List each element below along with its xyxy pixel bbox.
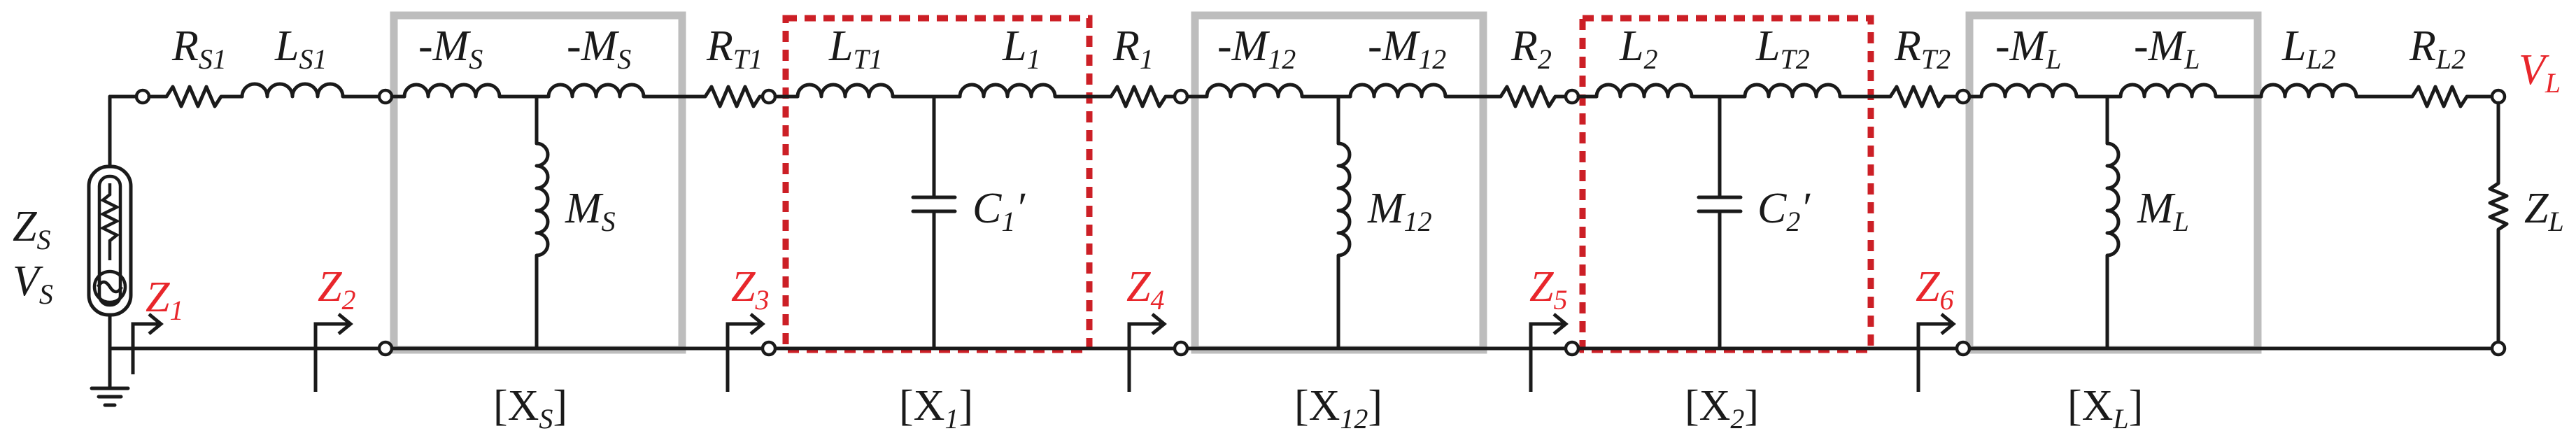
terminal-node [377,88,394,105]
port-arrows [131,313,1956,392]
label-rt2: RT2 [1894,22,1951,75]
label-source-voltage: VS [13,257,53,310]
label-rs1: RS1 [171,22,227,75]
source-resistor [99,183,121,260]
port-arrow-icon [313,313,353,392]
resistor-rt1 [672,85,764,108]
terminal-node [1173,340,1189,357]
port-arrow-icon [726,313,765,392]
resistor-rs1 [147,85,244,108]
label-rt1: RT1 [706,22,763,75]
port-label-z2: Z2 [318,263,355,316]
inductor-l1 [958,83,1107,99]
label-lt1: LT1 [828,22,883,75]
load-branch [2488,101,2509,357]
resistor-r1 [1103,85,1177,108]
label-xs-shunt: MS [565,185,616,237]
inductor-x12-left [1205,83,1352,99]
source-branch [87,94,133,407]
ac-source-wave [97,280,123,294]
port-label-z3: Z3 [731,263,769,316]
label-l2: L2 [1619,22,1657,75]
port-label-z1: Z1 [146,274,183,326]
caption-x1: [X1] [899,382,973,435]
port-arrow-icon [131,313,164,374]
caption-x2: [X2] [1685,382,1759,435]
label-x12-right: -M12 [1368,22,1446,75]
inductor-xs-left [402,83,551,99]
label-xs-left: -MS [418,22,483,75]
label-lt2: LT2 [1755,22,1810,75]
terminal-node [760,340,777,357]
label-c2: C2′ [1757,185,1811,237]
port-label-z4: Z4 [1126,263,1164,316]
caption-x12: [X12] [1294,382,1382,435]
capacitor-c2 [1697,195,1743,213]
inductor-xl-left [1979,83,2123,99]
terminal-node [1955,340,1972,357]
label-l1: L1 [1002,22,1040,75]
inductor-xs-shunt [535,141,550,351]
inductor-x12-right [1348,83,1499,99]
port-arrow-icon [1916,313,1956,392]
inductor-x12-shunt [1336,141,1352,351]
terminal-node [377,340,394,357]
terminal-node [1955,88,1972,105]
inductor-xs-right [546,83,676,99]
capacitor-c1 [911,195,957,213]
label-r1: R1 [1112,22,1154,75]
label-xs-right: -MS [567,22,631,75]
label-x12-left: -M12 [1217,22,1296,75]
source-capsule [87,164,133,317]
label-r2: R2 [1510,22,1552,75]
label-source-impedance: ZS [13,203,50,255]
inductor-ll2 [2259,83,2409,99]
resistor-rl2 [2405,85,2494,108]
resistor-rt2 [1885,85,1959,108]
caption-xs: [XS] [493,382,567,435]
terminal-node [1564,340,1580,357]
label-x12-shunt: M12 [1367,185,1432,237]
terminal-node [1564,88,1580,105]
port-arrow-icon [1529,313,1569,392]
series-chain-top [108,82,2507,351]
load-top-node [2490,88,2507,105]
port-label-z5: Z5 [1529,263,1567,316]
label-rl2: RL2 [2409,22,2465,75]
terminal-node [1173,88,1189,105]
ac-source-icon [92,269,127,304]
inductor-lt2 [1743,83,1890,99]
label-xl-shunt: ML [2137,185,2189,237]
port-label-z6: Z6 [1916,263,1953,316]
label-xl-left: -ML [1995,22,2062,75]
port-arrow-icon [1127,313,1167,392]
label-load-voltage: VL [2519,46,2561,99]
label-ll2: LL2 [2281,22,2336,75]
terminal-node [760,88,777,105]
inductor-ls1 [240,82,381,99]
load-resistor [2488,176,2509,344]
load-bottom-node [2490,340,2507,357]
ground-icon [90,386,130,407]
inductor-xl-right [2118,83,2263,99]
inductor-xl-shunt [2105,141,2121,351]
resistor-r2 [1495,85,1568,108]
label-xl-right: -ML [2134,22,2200,75]
caption-xl: [XL] [2067,382,2143,435]
block-x1-outline [782,15,1093,353]
label-load-impedance: ZL [2524,185,2564,237]
inductor-l2 [1594,83,1747,99]
label-ls1: LS1 [274,22,327,75]
inductor-lt1 [795,83,962,99]
label-c1: C1′ [972,185,1026,237]
terminal-node [134,88,151,105]
